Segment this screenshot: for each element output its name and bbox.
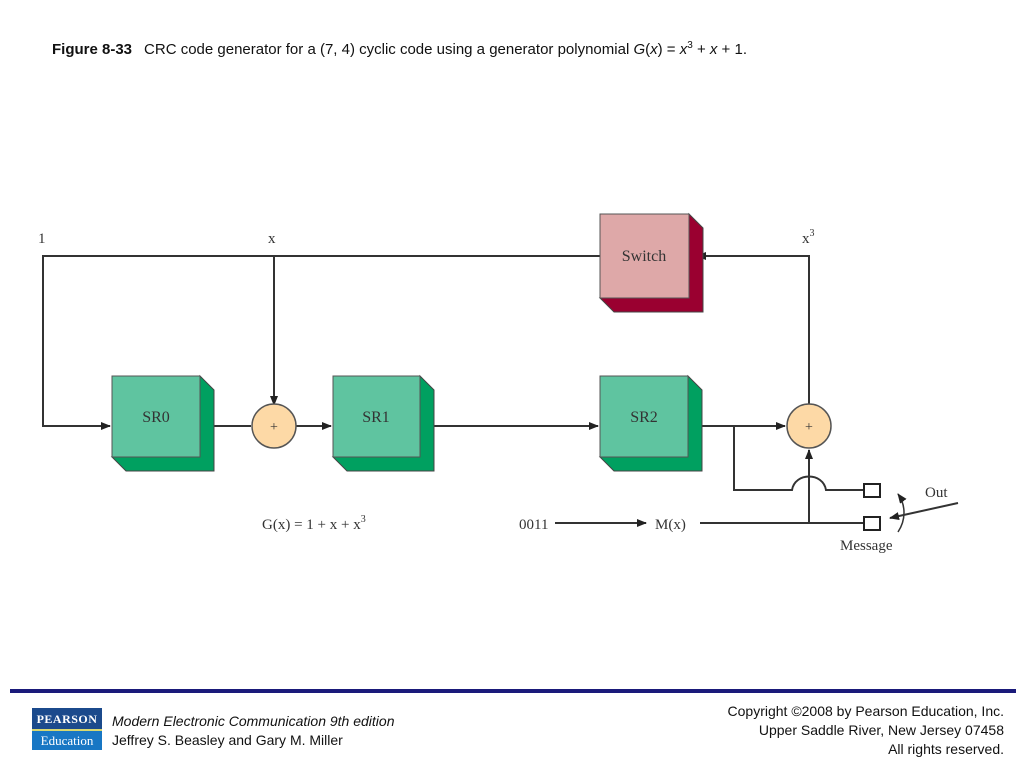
feedback-wires [42, 252, 959, 533]
book-authors: Jeffrey S. Beasley and Gary M. Miller [112, 732, 343, 748]
copyright-block: Copyright ©2008 by Pearson Education, In… [728, 702, 1004, 759]
poly-x1: x [709, 41, 718, 58]
tap-label-1: 1 [38, 231, 46, 247]
rights-line: All rights reserved. [888, 741, 1004, 757]
wire-out-path [733, 426, 864, 491]
message-bits: 0011 [519, 517, 548, 533]
register-label: SR2 [630, 409, 658, 426]
wire-tap-1 [42, 255, 600, 430]
book-info: Modern Electronic Communication 9th edit… [112, 712, 394, 750]
register-label: SR0 [142, 409, 170, 426]
poly-eq: ) = [657, 41, 680, 58]
generator-equation: G(x) = 1 + x + x3 [262, 514, 366, 533]
crc-diagram: 1 x x3 Switch SR0 SR1 SR2 [38, 212, 959, 554]
out-label: Out [925, 485, 948, 501]
switch-label: Switch [622, 248, 666, 265]
address-line: Upper Saddle River, New Jersey 07458 [758, 722, 1004, 738]
xor-symbol: + [270, 420, 278, 435]
figure-caption: Figure 8-33 CRC code generator for a (7, … [52, 40, 747, 58]
xor-symbol: + [805, 420, 813, 435]
pearson-logo: PEARSON Education [32, 708, 102, 750]
message-poly-label: M(x) [655, 517, 686, 533]
register-label: SR1 [362, 409, 390, 426]
switch-block: Switch [598, 212, 704, 313]
logo-bottom: Education [32, 729, 102, 750]
xor-gate-1: + [251, 403, 297, 449]
footer-divider [10, 689, 1016, 693]
switch-motion-arc [897, 493, 907, 533]
poly-x3: x [679, 41, 688, 58]
tap-label-x: x [268, 231, 276, 247]
poly-end: + 1. [717, 41, 747, 58]
poly-g: G [633, 41, 646, 58]
xor-gate-2: + [786, 403, 832, 449]
poly-sup: 3 [687, 40, 693, 51]
out-terminal [863, 483, 881, 498]
register-sr2: SR2 [598, 374, 703, 472]
message-terminal [863, 516, 881, 531]
caption-text: CRC code generator for a (7, 4) cyclic c… [144, 41, 634, 58]
logo-top: PEARSON [32, 708, 102, 729]
wire-tap-x3 [696, 252, 810, 404]
tap-label-x3: x3 [802, 228, 815, 247]
switch-arm [889, 502, 959, 520]
message-port-label: Message [840, 538, 893, 554]
register-sr1: SR1 [331, 374, 435, 472]
copyright-line: Copyright ©2008 by Pearson Education, In… [727, 703, 1004, 719]
figure-label: Figure 8-33 [52, 41, 133, 58]
poly-plus: + [692, 41, 710, 58]
book-title: Modern Electronic Communication 9th edit… [112, 713, 395, 729]
poly-x: x [650, 41, 658, 58]
register-sr0: SR0 [110, 374, 215, 472]
